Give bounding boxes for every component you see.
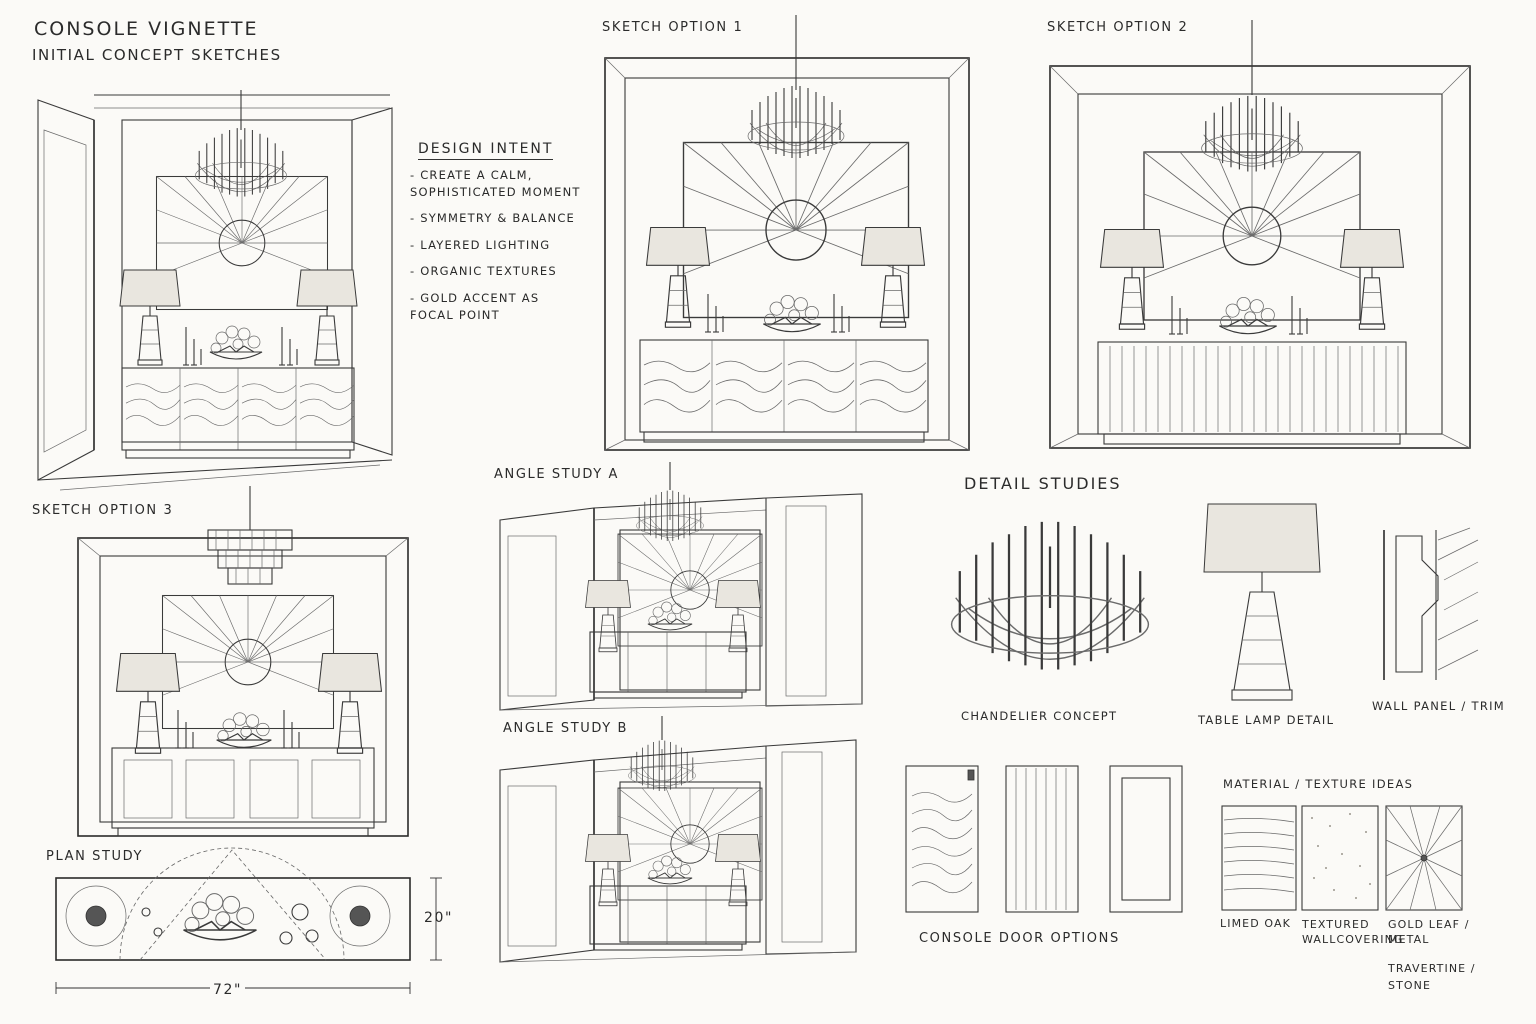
- angle-study-a-label: ANGLE STUDY A: [494, 467, 620, 482]
- sketch-option-2-label: SKETCH OPTION 2: [1047, 20, 1189, 35]
- sheet-subtitle: INITIAL CONCEPT SKETCHES: [32, 46, 282, 64]
- material-gold-leaf-label: GOLD LEAF / METAL: [1388, 918, 1470, 946]
- sketch-option-1-label: SKETCH OPTION 1: [602, 20, 744, 35]
- sheet-title: CONSOLE VIGNETTE: [34, 18, 259, 40]
- plan-width-dimension: 72": [210, 982, 246, 998]
- chandelier-concept-label: CHANDELIER CONCEPT: [961, 709, 1118, 723]
- angle-study-b-drawing: [499, 716, 857, 963]
- angle-study-b-label: ANGLE STUDY B: [503, 721, 629, 736]
- main-perspective-sketch: [37, 90, 393, 491]
- material-limed-oak-label: LIMED OAK: [1220, 917, 1291, 930]
- material-texture-heading: MATERIAL / TEXTURE IDEAS: [1223, 777, 1414, 791]
- angle-study-a-drawing: [499, 462, 863, 711]
- sketch-option-2-drawing: [1049, 20, 1471, 449]
- material-swatches: [1221, 805, 1463, 911]
- table-lamp-detail-label: TABLE LAMP DETAIL: [1198, 713, 1335, 727]
- sketch-option-3-drawing: [77, 486, 409, 837]
- plan-study-drawing: [55, 847, 442, 994]
- console-door-options-label: CONSOLE DOOR OPTIONS: [919, 931, 1120, 946]
- design-intent-item: - LAYERED LIGHTING: [410, 238, 551, 252]
- tiered-chandelier: [207, 529, 293, 585]
- material-travertine-label: TRAVERTINE / STONE: [1388, 962, 1476, 992]
- wall-trim-label: WALL PANEL / TRIM: [1372, 699, 1506, 713]
- wall-trim-detail-drawing: [1383, 527, 1479, 680]
- design-intent-item: - ORGANIC TEXTURES: [410, 264, 557, 278]
- plan-study-label: PLAN STUDY: [46, 849, 144, 864]
- material-wallcovering-label: TEXTURED WALLCOVERING: [1302, 918, 1404, 946]
- console-door-options-drawing: [905, 765, 1183, 913]
- chandelier-detail-drawing: [950, 520, 1150, 671]
- sketch-option-3-label: SKETCH OPTION 3: [32, 503, 174, 518]
- plan-depth-dimension: 20": [424, 910, 454, 926]
- design-intent-heading: DESIGN INTENT: [418, 141, 554, 160]
- detail-studies-heading: DETAIL STUDIES: [964, 474, 1122, 493]
- design-intent-item: - SYMMETRY & BALANCE: [410, 211, 576, 225]
- table-lamp-detail-drawing: [1203, 503, 1321, 701]
- design-intent-item: - CREATE A CALM, SOPHISTICATED MOMENT: [410, 168, 581, 199]
- design-intent-item: - GOLD ACCENT AS FOCAL POINT: [410, 291, 540, 322]
- sketch-option-1-drawing: [604, 15, 970, 451]
